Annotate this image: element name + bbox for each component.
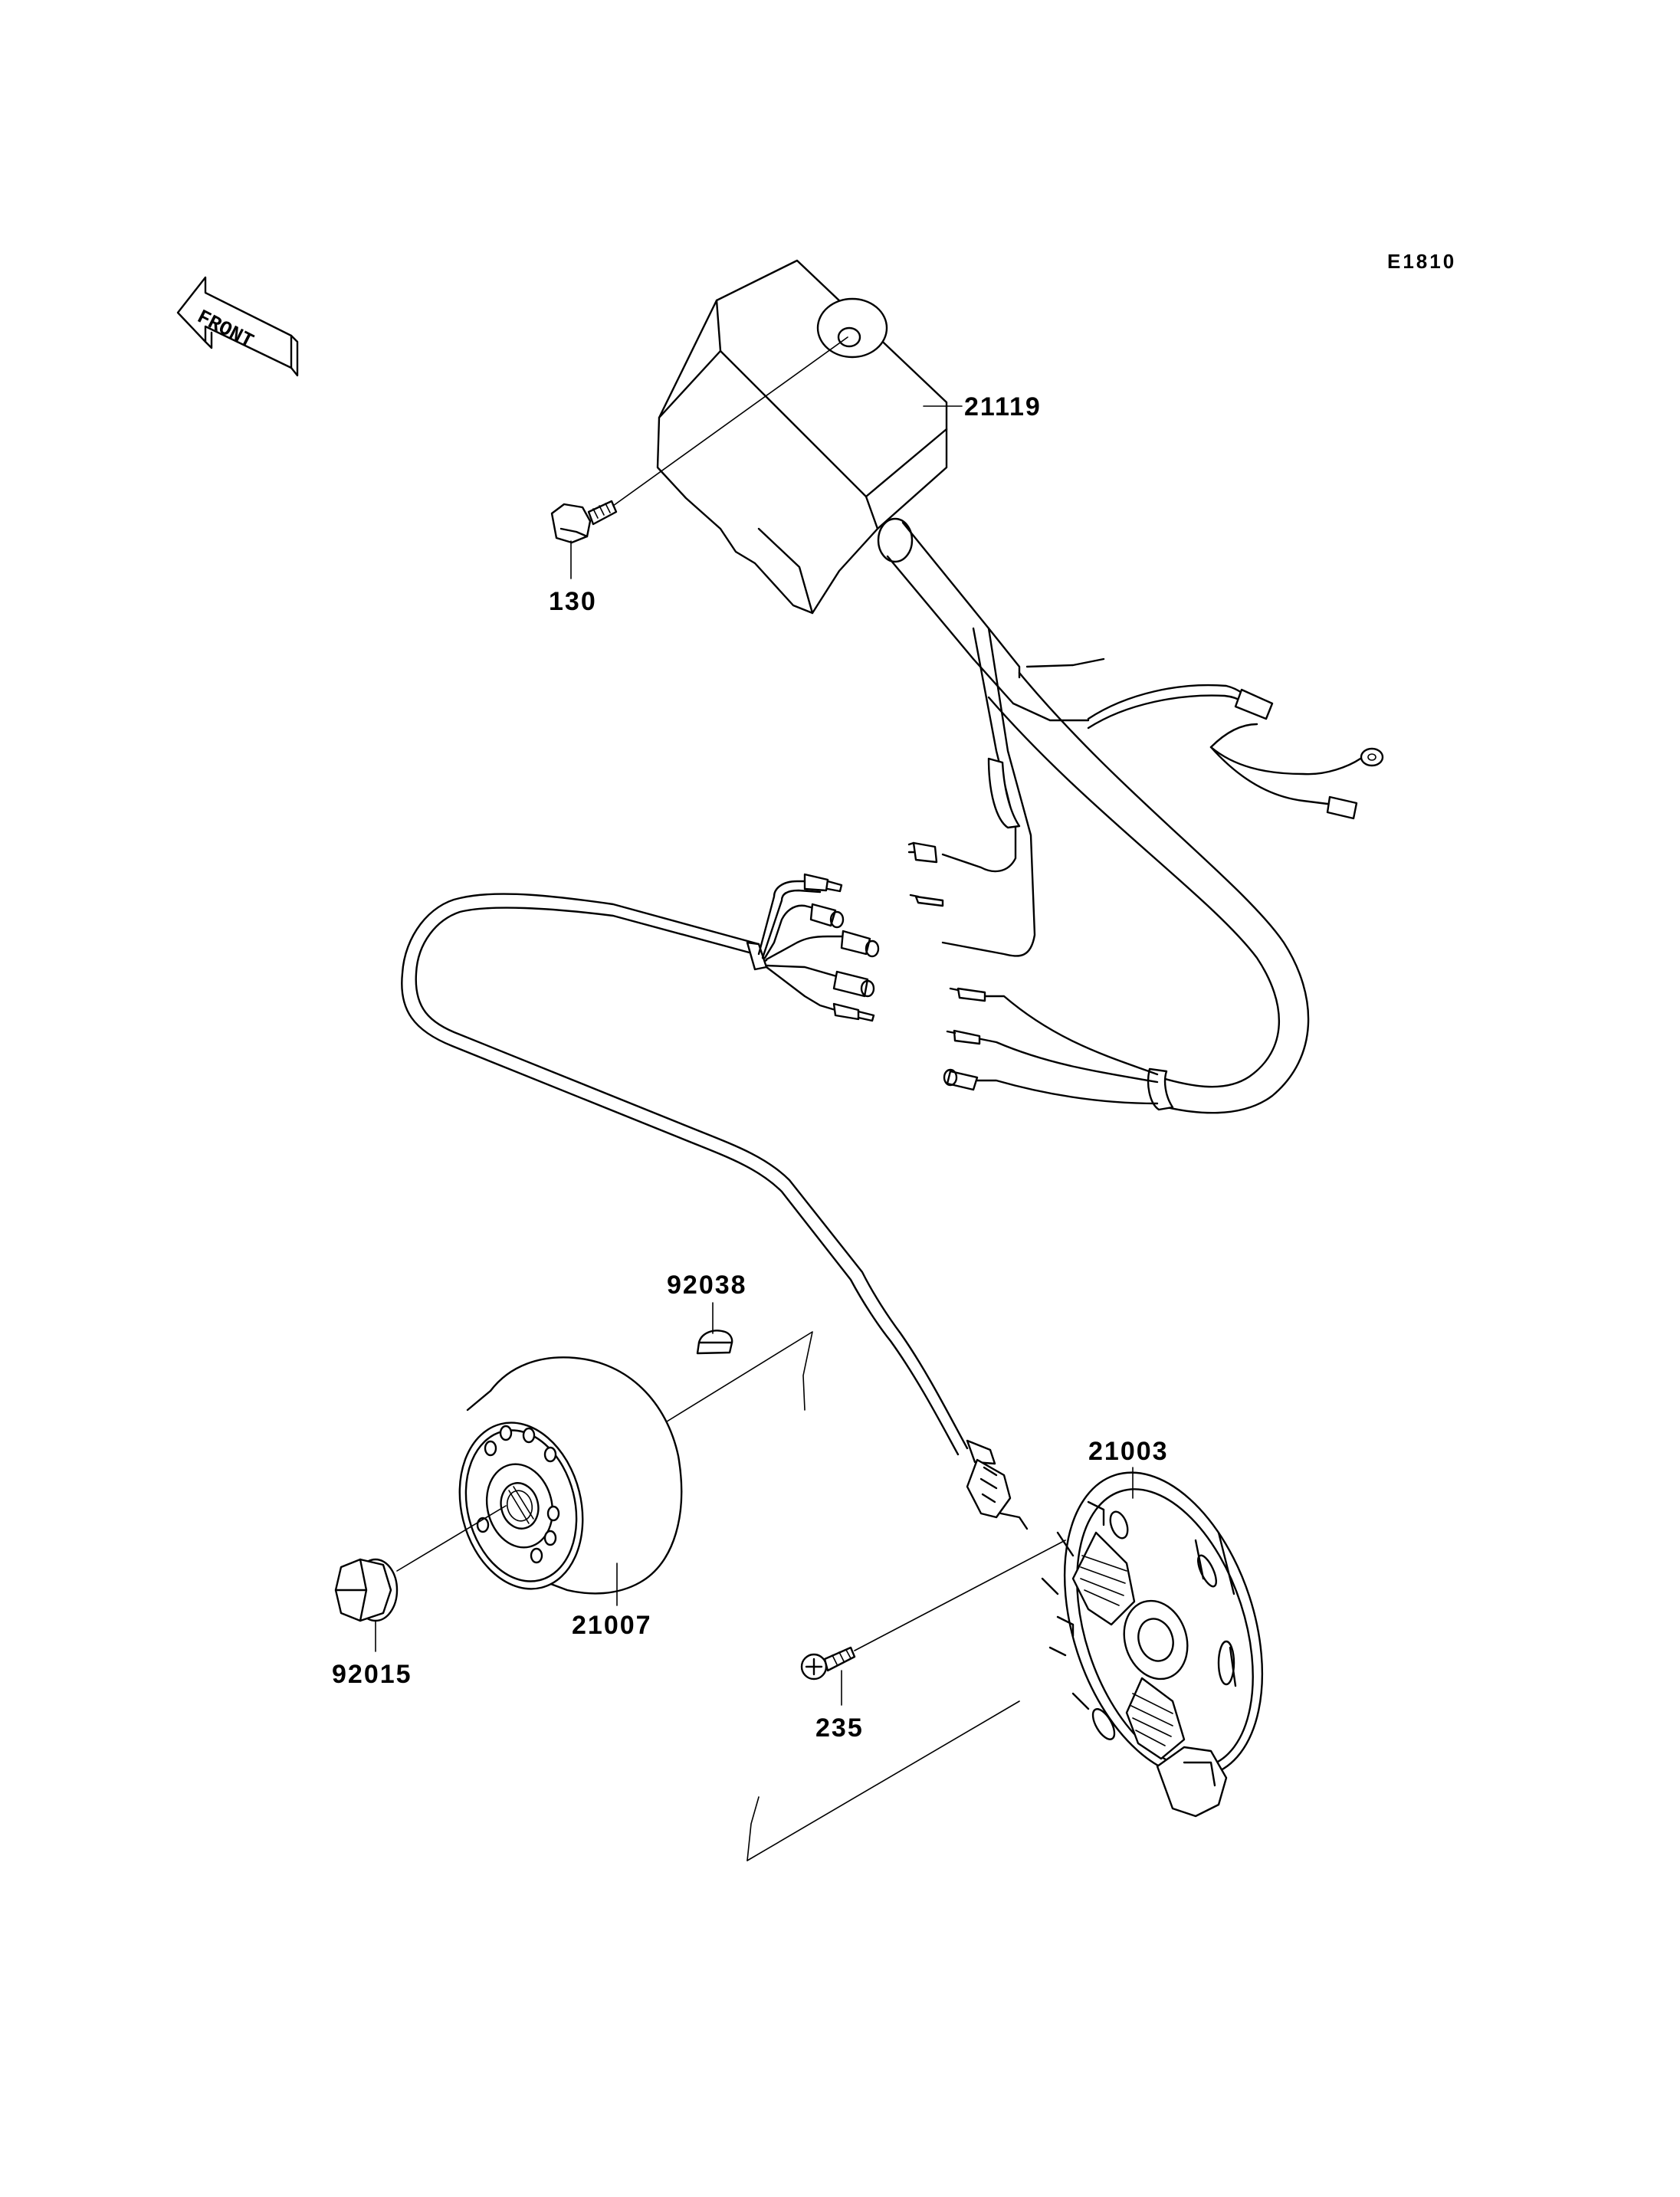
- label-235: 235: [815, 1670, 864, 1743]
- cdi-harness: [877, 517, 1384, 1114]
- part-number: 21119: [964, 392, 1042, 421]
- stator-wire: [401, 893, 969, 1456]
- diagram-code: E1810: [1387, 250, 1456, 273]
- woodruff-key-92038: [696, 1330, 733, 1355]
- nut-92015: [334, 1558, 399, 1622]
- part-number: 92015: [332, 1660, 412, 1689]
- label-130: 130: [549, 540, 597, 616]
- bolt-130: [550, 500, 618, 544]
- part-number: 235: [815, 1713, 864, 1743]
- cdi-unit: [656, 259, 948, 615]
- part-number: 21007: [572, 1611, 652, 1640]
- part-number: 92038: [667, 1271, 747, 1300]
- front-arrow-icon: FRONT: [176, 276, 299, 377]
- label-21119: 21119: [923, 392, 1042, 421]
- label-92038: 92038: [667, 1271, 747, 1334]
- screw-235: [800, 1646, 856, 1681]
- label-21003: 21003: [1088, 1437, 1169, 1499]
- left-connectors: [746, 873, 880, 1022]
- part-number: 130: [549, 587, 597, 616]
- flywheel-21007: [458, 1356, 683, 1595]
- stator-21003: [966, 1439, 1264, 1818]
- label-21007: 21007: [572, 1562, 652, 1640]
- label-92015: 92015: [332, 1620, 412, 1689]
- right-connectors: [943, 987, 1159, 1105]
- part-number: 21003: [1088, 1437, 1169, 1466]
